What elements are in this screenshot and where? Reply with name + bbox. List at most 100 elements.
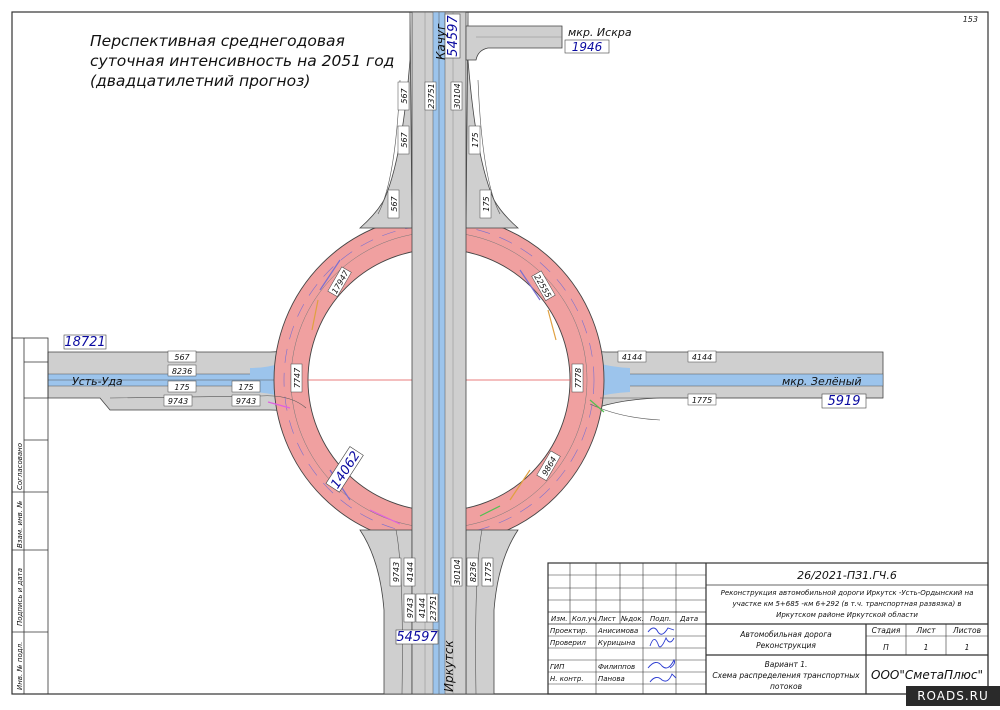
signatures	[647, 627, 677, 683]
total-labels: 18721 5919 1946 54597 54597 14062	[63, 13, 867, 645]
iskra-road	[465, 25, 563, 61]
flow-label-s-main-left-b: 8236	[466, 557, 479, 587]
svg-text:Схема распределения транспортн: Схема распределения транспортных	[712, 671, 860, 680]
svg-text:Дата: Дата	[679, 615, 698, 623]
flow-value: 9743	[168, 397, 188, 406]
svg-text:Курицына: Курицына	[598, 639, 635, 647]
title-line-2: суточная интенсивность на 2051 год	[90, 52, 395, 70]
flow-label-n-ramp-left-bottom: 567	[387, 189, 400, 219]
east-total: 5919	[827, 394, 860, 409]
svg-text:Анисимова: Анисимова	[597, 627, 638, 635]
drawing-title: Перспективная среднегодовая суточная инт…	[90, 31, 394, 91]
flow-label-ring-e: 7778	[571, 363, 584, 393]
flow-value: 567	[174, 353, 190, 362]
flow-value: 567	[400, 131, 409, 147]
south-road-name: Иркутск	[442, 639, 456, 692]
svg-text:Автомобильная дорога: Автомобильная дорога	[739, 630, 832, 639]
flow-value: 7778	[574, 368, 583, 388]
flow-label-w-mid: 8236	[167, 364, 197, 377]
north-road-name: Качуг	[434, 23, 448, 60]
flow-value: 175	[238, 383, 253, 392]
svg-text:Реконструкция: Реконструкция	[756, 641, 816, 650]
north-south-road	[358, 11, 520, 695]
flow-label-s-left-a: 9743	[389, 557, 402, 587]
svg-text:№док.: №док.	[620, 615, 644, 623]
west-total: 18721	[64, 335, 105, 350]
flow-label-s-bottom-c: 23751	[426, 593, 439, 623]
flow-value: 9743	[392, 562, 401, 582]
svg-text:1: 1	[965, 643, 970, 652]
title-line-3: (двадцатилетний прогноз)	[90, 72, 311, 90]
flow-label-n-ramp-right-upper: 175	[468, 125, 481, 155]
iskra-road-name: мкр. Искра	[568, 26, 632, 39]
side-stamp-agreed: Согласовано	[16, 443, 24, 490]
svg-text:1: 1	[924, 643, 929, 652]
flow-value: 1775	[484, 562, 493, 582]
flow-label-w-top: 567	[167, 350, 197, 363]
svg-text:Панова: Панова	[598, 675, 625, 683]
svg-text:ГИП: ГИП	[550, 663, 565, 671]
svg-text:Проверил: Проверил	[550, 639, 586, 647]
svg-text:Проектир.: Проектир.	[550, 627, 588, 635]
title-block	[547, 562, 989, 695]
side-stamp	[11, 337, 49, 695]
flow-label-e-top-a: 4144	[617, 350, 647, 363]
svg-text:Кол.уч: Кол.уч	[572, 615, 596, 623]
flow-value: 9743	[236, 397, 256, 406]
flow-value: 4144	[622, 353, 642, 362]
page-number: 153	[962, 15, 978, 24]
flow-label-n-main-left: 23751	[424, 81, 437, 111]
flow-label-s-bottom-b: 4144	[415, 593, 428, 623]
flow-value: 1775	[692, 396, 712, 405]
flow-label-s-bottom-a: 9743	[403, 593, 416, 623]
flow-label-w-out-b: 9743	[231, 394, 261, 407]
side-stamp-inventory: Инв. № подл.	[16, 642, 24, 690]
flow-value: 30104	[453, 83, 462, 108]
flow-label-s-main-left-a: 30104	[450, 557, 463, 587]
flow-value: 4144	[692, 353, 712, 362]
stamp-object-name: Автомобильная дорога Реконструкция	[739, 630, 832, 650]
flow-label-w-in-a: 175	[167, 380, 197, 393]
flow-value: 23751	[429, 595, 438, 620]
svg-text:Лист: Лист	[915, 626, 936, 635]
stamp-sheet-name: Вариант 1. Схема распределения транспорт…	[712, 660, 860, 691]
flow-label-n-main-right: 30104	[450, 81, 463, 111]
flow-value: 4144	[418, 598, 427, 618]
svg-text:Подп.: Подп.	[650, 615, 671, 623]
flow-label-e-top-b: 4144	[687, 350, 717, 363]
south-total: 54597	[396, 630, 438, 645]
flow-label-e-bottom: 1775	[687, 393, 717, 406]
flow-value: 4144	[406, 562, 415, 582]
svg-text:Лист: Лист	[597, 615, 617, 623]
svg-text:П: П	[883, 643, 889, 652]
svg-text:Филиппов: Филиппов	[598, 663, 635, 671]
stamp-stage: Стадия Лист Листов П 1 1	[872, 626, 981, 652]
iskra-total: 1946	[572, 40, 603, 54]
stamp-project-desc: Реконструкция автомобильной дороги Иркут…	[721, 589, 974, 619]
north-total: 54597	[446, 15, 461, 57]
side-stamp-replace: Взам. инв. №	[16, 500, 24, 548]
flow-label-ring-w: 7747	[290, 363, 303, 393]
flow-value: 175	[482, 196, 491, 211]
svg-text:участке км 5+685 -км 6+292 (в: участке км 5+685 -км 6+292 (в т.ч. транс…	[731, 600, 961, 608]
svg-text:Иркутском районе Иркутской обл: Иркутском районе Иркутской области	[776, 611, 918, 619]
svg-text:Н. контр.: Н. контр.	[550, 675, 584, 683]
stamp-roles: Проектир. Проверил ГИП Н. контр. Анисимо…	[550, 627, 638, 683]
flow-label-s-left-b: 4144	[403, 557, 416, 587]
flow-value: 8236	[469, 562, 478, 582]
side-stamp-signature: Подпись и дата	[16, 568, 24, 626]
flow-value: 7747	[293, 367, 302, 388]
flow-value: 8236	[172, 367, 192, 376]
flow-label-w-in-b: 175	[231, 380, 261, 393]
west-road-name: Усть-Уда	[72, 375, 123, 388]
stamp-company: ООО"СметаПлюс"	[871, 668, 983, 682]
flow-label-n-ramp-right-lower: 175	[479, 189, 492, 219]
svg-text:Изм.: Изм.	[551, 615, 567, 623]
flow-label-s-main-right: 1775	[481, 557, 494, 587]
svg-text:Реконструкция автомобильной до: Реконструкция автомобильной дороги Иркут…	[721, 589, 974, 597]
flow-value: 175	[471, 132, 480, 147]
flow-value: 9743	[406, 598, 415, 618]
svg-text:Вариант 1.: Вариант 1.	[765, 660, 808, 669]
